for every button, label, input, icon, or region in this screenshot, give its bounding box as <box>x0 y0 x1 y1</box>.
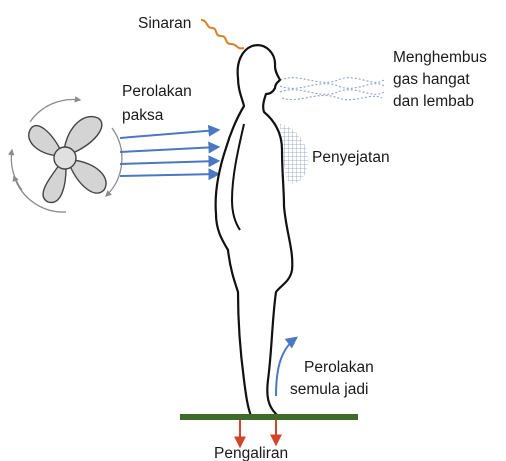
label-menghembus-line3: dan lembab <box>393 93 474 110</box>
label-penyejatan: Penyejatan <box>312 149 390 166</box>
convection-arrow <box>120 161 218 164</box>
label-perolakan-paksa-line2: paksa <box>122 107 164 124</box>
label-pengaliran: Pengaliran <box>214 445 288 461</box>
label-sinaran: Sinaran <box>138 15 191 32</box>
convection-arrow <box>120 147 218 152</box>
label-perolakan-paksa-line1: Perolakan <box>122 83 192 100</box>
arm-outline <box>232 124 244 230</box>
label-menghembus-line2: gas hangat <box>393 71 470 88</box>
ground-plate-icon <box>180 414 358 420</box>
sweat-patch-icon <box>280 124 308 184</box>
label-perolakan-semula-jadi-line1: Perolakan <box>304 359 374 376</box>
forced-convection-arrows <box>120 130 218 176</box>
convection-arrow <box>120 174 218 176</box>
radiation-wave-icon <box>201 20 244 48</box>
label-perolakan-semula-jadi-line2: semula jadi <box>290 381 368 398</box>
conduction-arrows <box>240 420 276 446</box>
label-menghembus-line1: Menghembus <box>393 49 487 66</box>
convection-arrow <box>120 130 218 138</box>
exhaled-air-icon <box>280 78 384 100</box>
fan-icon <box>11 100 122 213</box>
